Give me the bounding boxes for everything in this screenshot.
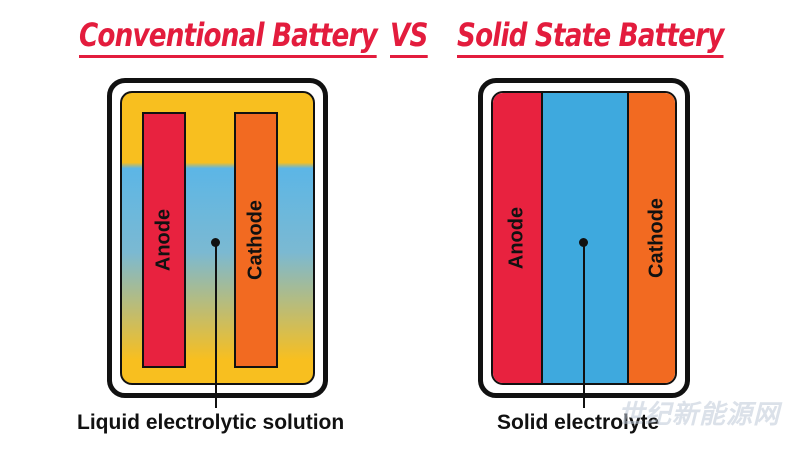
solid-cathode: Cathode	[627, 93, 675, 383]
conventional-battery-diagram: Anode Cathode	[107, 78, 328, 398]
conventional-anode-label: Anode	[152, 208, 175, 272]
caption-solid-electrolyte: Solid electrolyte	[497, 411, 660, 434]
solid-anode: Anode	[493, 93, 543, 383]
conventional-cathode-label: Cathode	[244, 200, 267, 280]
conventional-cathode: Cathode	[234, 112, 278, 368]
title-solid-state-battery: Solid State Battery	[457, 16, 724, 58]
leader-line-liquid-electrolyte	[215, 243, 217, 408]
watermark-logo: 世纪新能源网	[618, 400, 781, 430]
conventional-anode: Anode	[142, 112, 186, 368]
pointer-dot-liquid-electrolyte	[211, 238, 220, 247]
title-vs: VS	[390, 16, 428, 58]
solid-anode-label: Anode	[505, 206, 528, 270]
leader-line-solid-electrolyte	[583, 243, 585, 408]
solid-cathode-label: Cathode	[645, 198, 668, 278]
liquid-electrolyte-area: Anode Cathode	[120, 91, 315, 385]
title-conventional-battery: Conventional Battery	[79, 16, 378, 58]
caption-liquid-electrolytic-solution: Liquid electrolytic solution	[77, 411, 345, 434]
solid-state-battery-diagram: Anode Cathode	[478, 78, 690, 398]
pointer-dot-solid-electrolyte	[579, 238, 588, 247]
